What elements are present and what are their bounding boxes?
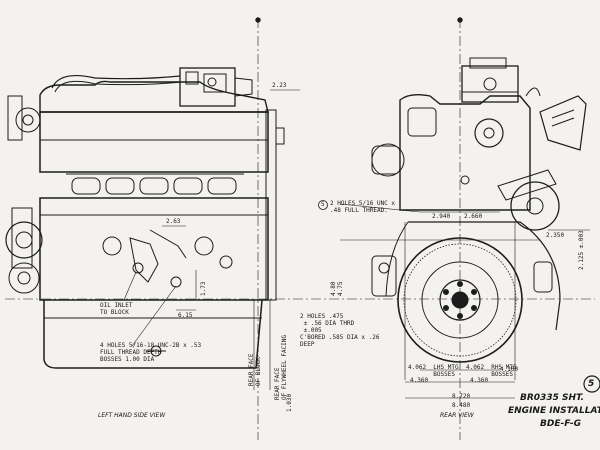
dim-2125: 2.125 ±.003 (578, 230, 585, 270)
inlet-ports (66, 173, 244, 199)
dim-low: 6.15 (178, 312, 193, 319)
model-code: BDE-F-G (540, 419, 582, 429)
dim-mid: 2.63 (166, 218, 181, 225)
dim-top: 2.23 (272, 82, 287, 89)
dim-2660: 2.660 (464, 213, 483, 220)
dim-2350: 2.350 (546, 232, 565, 239)
rear-view (318, 17, 590, 440)
dim-bottom2: 8.480 (452, 402, 471, 409)
dim-side: 1.73 (200, 281, 207, 296)
sheet-number: 5 (588, 379, 595, 389)
rear-face-flywheel: REAR FACE OF FLYWHEEL FACING (274, 334, 288, 400)
dim-1030: 1.030 (286, 393, 293, 412)
oil-inlet-note: OIL INLET TO BLOCK (100, 302, 133, 316)
rhs-mtg-bosses: 4.062 RHS MTG BOSSES (466, 364, 517, 378)
rear-view-title: REAR VIEW (440, 412, 474, 419)
circle-number: 5 (321, 201, 325, 208)
drawing-title: ENGINE INSTALLATION (508, 406, 600, 416)
dim-bottom: 8.720 (452, 393, 471, 400)
dim-4360-left: 4.360 (410, 377, 429, 384)
holes-bottom-note: 2 HOLES .475 ± .56 DIA THRD ±.005 C'BORE… (300, 313, 380, 348)
left-side-view (5, 17, 595, 440)
left-view-title: LEFT HAND SIDE VIEW (98, 412, 166, 419)
dim-left-stack: 4.80 4.75 (330, 281, 344, 296)
sheet-id: BR0335 SHT. (520, 393, 585, 403)
lhs-mtg-bosses: 4.062 LHS MTG BOSSES (408, 364, 459, 378)
dim-4360-right: 4.360 (470, 377, 489, 384)
flywheel (397, 237, 523, 363)
holes-top-note: 2 HOLES 5/16 UNC x .48 FULL THREAD. (330, 200, 396, 214)
rear-face-block: REAR FACE OF BLOCK (248, 353, 262, 386)
mount-holes-note: 4 HOLES 5/16-18 UNC-2B x .53 FULL THREAD… (100, 342, 202, 363)
dim-4160: 4.160 (500, 366, 519, 373)
dim-2940: 2.940 (432, 213, 451, 220)
